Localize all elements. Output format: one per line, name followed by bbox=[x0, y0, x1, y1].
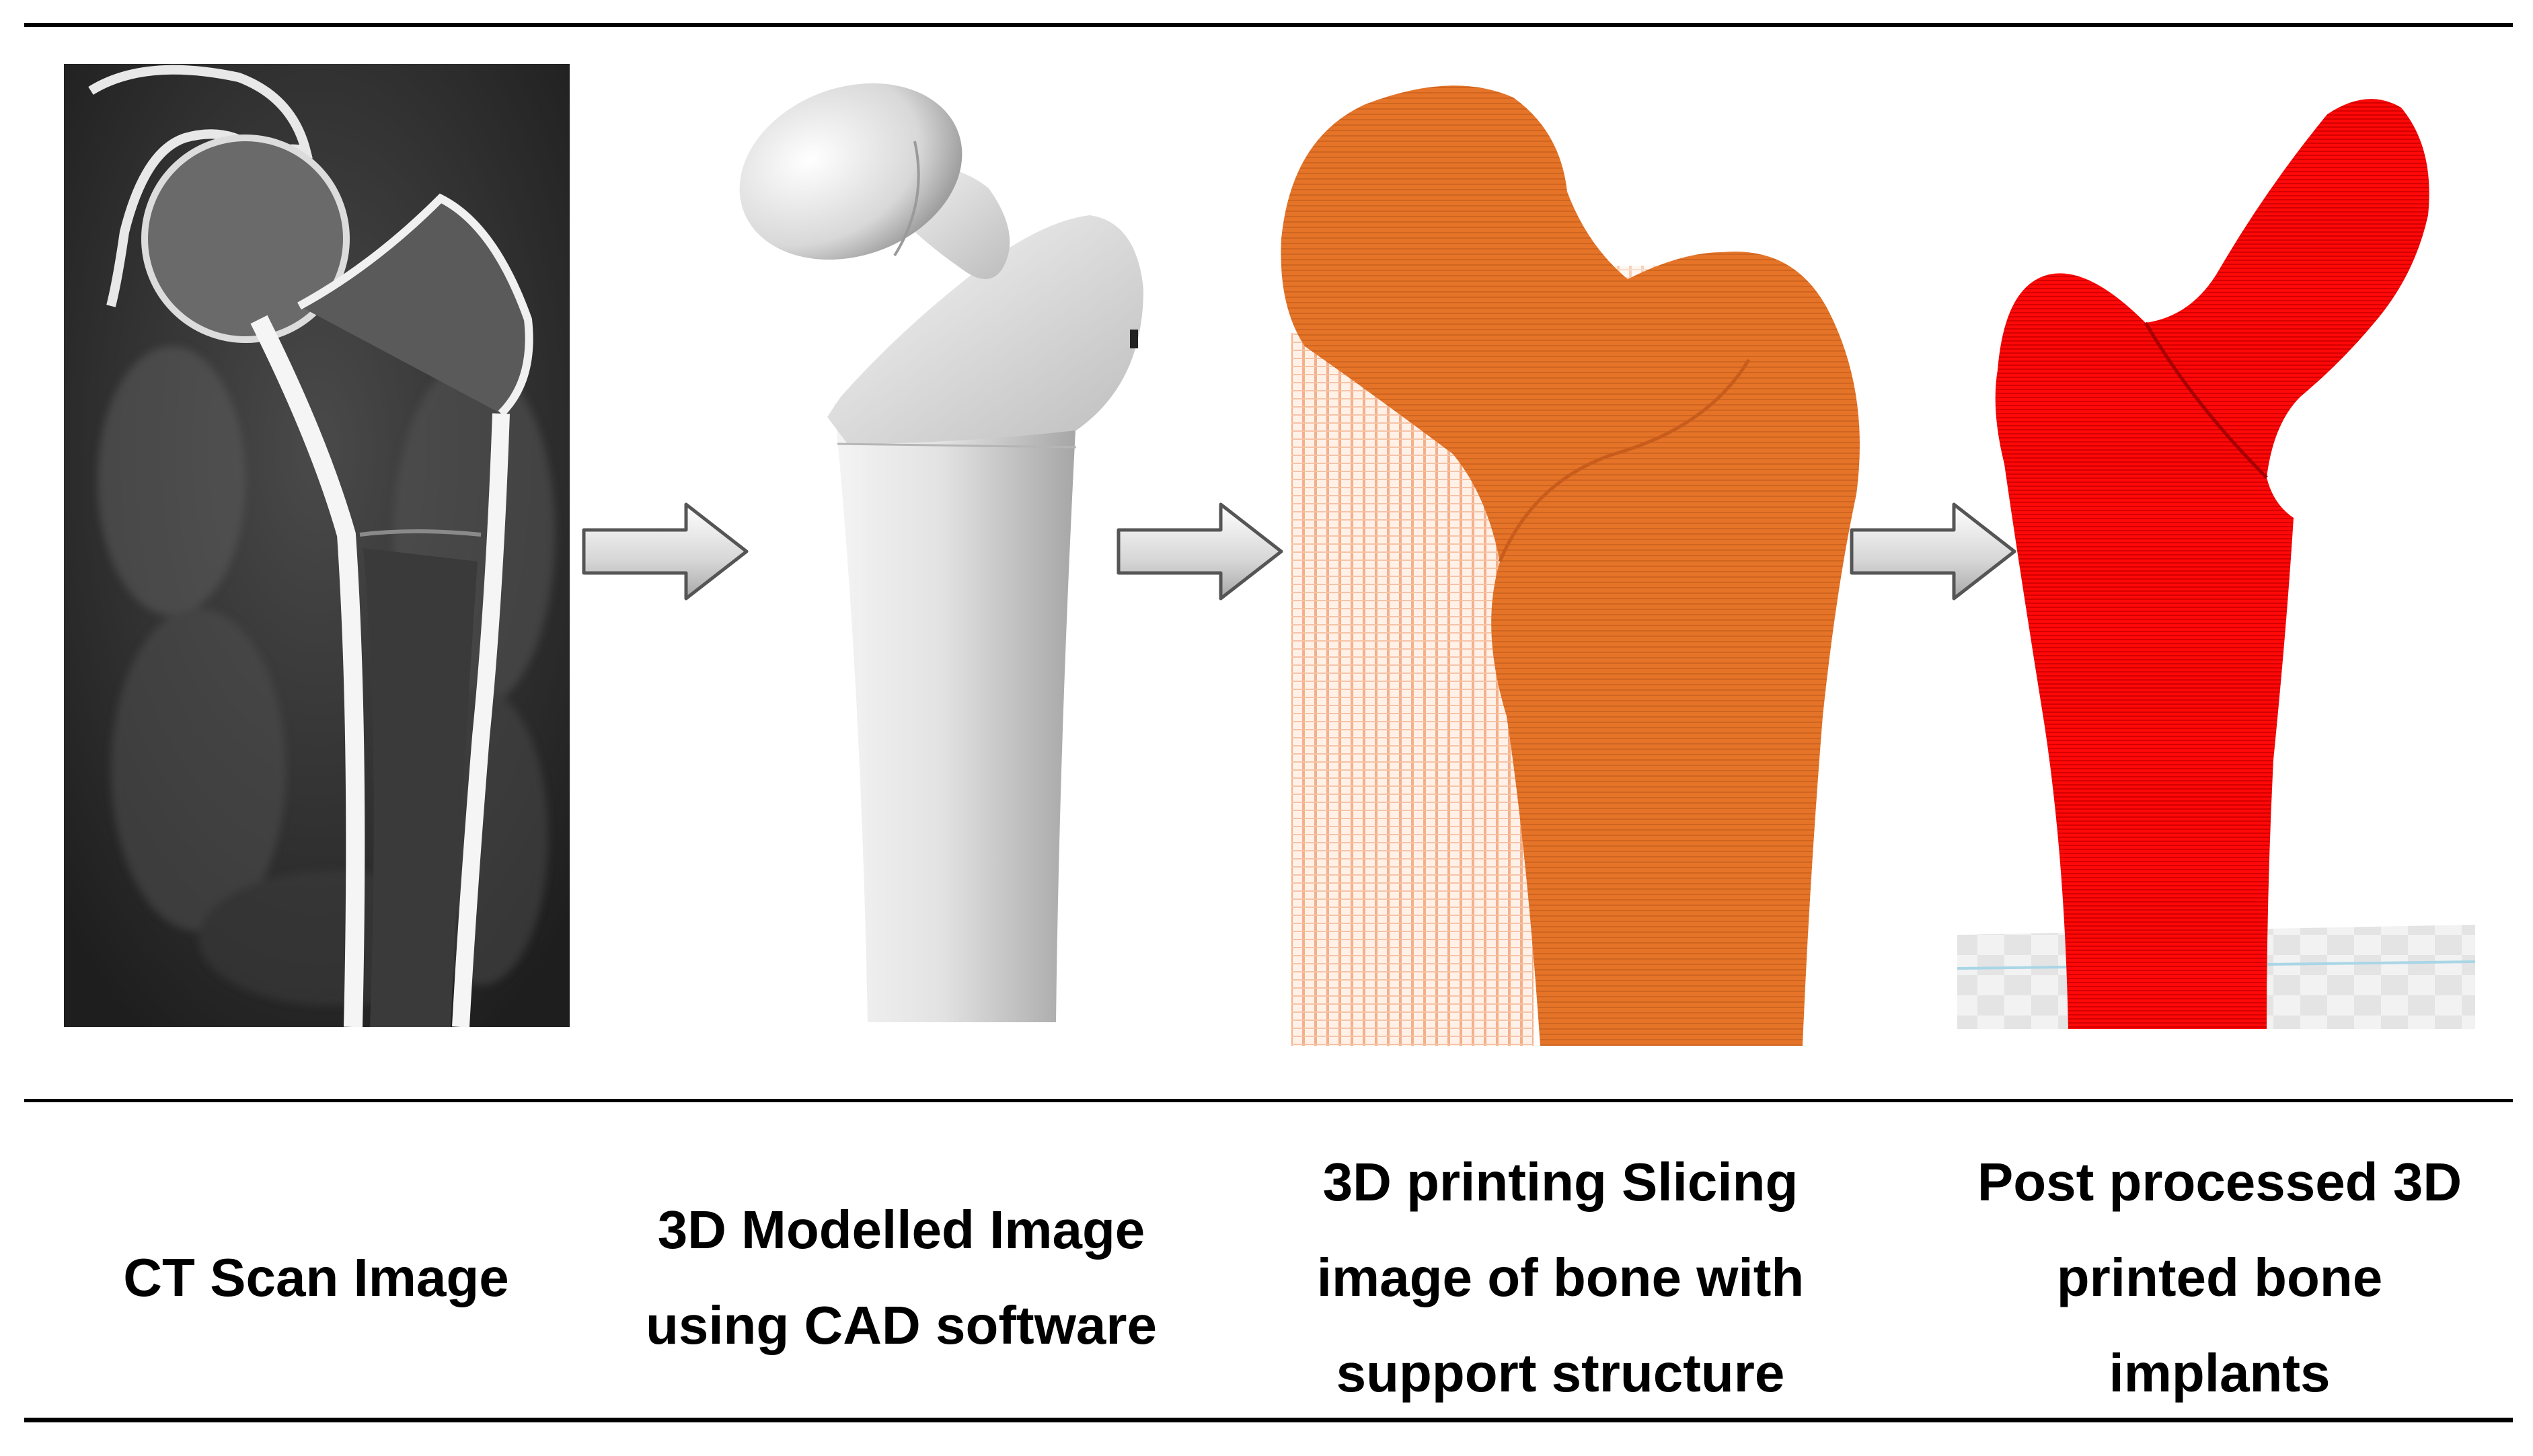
top-rule bbox=[24, 23, 2513, 27]
middle-rule bbox=[24, 1099, 2513, 1102]
flow-arrow-3 bbox=[1846, 498, 2021, 605]
cad-model-image bbox=[673, 67, 1157, 1036]
ct-scan-image bbox=[64, 64, 570, 1027]
caption-ct-scan: CT Scan Image bbox=[123, 1248, 509, 1307]
caption-slicing: 3D printing Slicing image of bone with s… bbox=[1316, 1152, 1805, 1403]
flow-arrow-2 bbox=[1113, 498, 1288, 605]
caption-cad-model: 3D Modelled Image using CAD software bbox=[645, 1200, 1158, 1355]
slicing-image bbox=[1278, 77, 1877, 1052]
post-processed-image bbox=[1951, 87, 2475, 1029]
bottom-rule bbox=[24, 1418, 2513, 1422]
flow-arrow-1 bbox=[578, 498, 753, 605]
caption-post-processed: Post processed 3D printed bone implants bbox=[1977, 1152, 2462, 1403]
